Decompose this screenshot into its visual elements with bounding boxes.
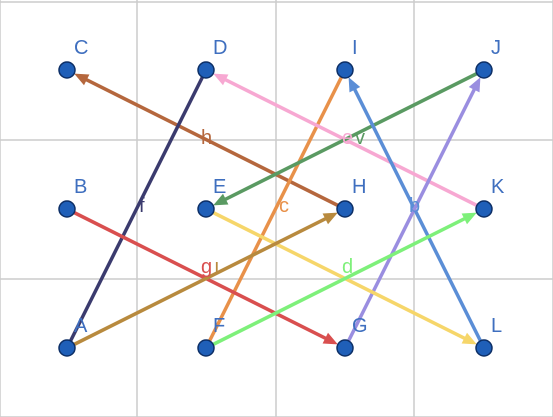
segment-el: [204, 207, 467, 340]
segment-v: [223, 68, 486, 201]
segment-e-arrowhead: [213, 73, 229, 86]
point-j[interactable]: [475, 61, 493, 79]
segment-h-arrowhead: [74, 73, 90, 86]
segment-h: [84, 78, 347, 211]
point-labels: C D I J B E H K A F G L: [74, 37, 505, 337]
point-label-e: E: [213, 176, 226, 198]
points: [58, 61, 493, 357]
point-label-f: F: [213, 315, 225, 337]
point-b[interactable]: [58, 200, 76, 218]
segment-gj: [343, 87, 476, 350]
point-a[interactable]: [58, 339, 76, 357]
segment-el-arrowhead: [461, 332, 477, 345]
segments: [65, 68, 486, 350]
segment-e-label: e: [342, 127, 353, 149]
point-label-b: B: [74, 176, 87, 198]
segment-h-label: h: [201, 127, 212, 149]
point-d[interactable]: [197, 61, 215, 79]
segment-e: [223, 78, 486, 211]
segment-c-label: c: [279, 195, 289, 217]
segment-g-label: g: [201, 256, 212, 278]
point-label-c: C: [74, 37, 88, 59]
point-l[interactable]: [475, 339, 493, 357]
segment-b-label: b: [409, 195, 420, 217]
point-c[interactable]: [58, 61, 76, 79]
segment-d-arrowhead: [461, 212, 477, 225]
segment-gj-arrowhead: [468, 77, 481, 93]
segment-ı: [65, 217, 328, 350]
segment-f-label: f: [139, 195, 145, 217]
point-label-a: A: [74, 315, 88, 337]
segment-d: [204, 217, 467, 350]
segment-d-label: d: [342, 256, 353, 278]
segment-g: [65, 207, 328, 340]
point-label-h: H: [352, 176, 366, 198]
segment-b: [353, 87, 486, 350]
point-label-i: I: [352, 37, 358, 59]
point-e[interactable]: [197, 200, 215, 218]
point-label-g: G: [352, 315, 368, 337]
segment-v-arrowhead: [213, 193, 229, 206]
point-label-j: J: [491, 37, 501, 59]
point-label-l: L: [491, 315, 502, 337]
point-g[interactable]: [336, 339, 354, 357]
point-label-d: D: [213, 37, 227, 59]
segment-c: [204, 68, 347, 350]
point-h[interactable]: [336, 200, 354, 218]
segment-v-label: v: [355, 127, 365, 149]
point-label-k: K: [491, 176, 505, 198]
segment-ı-label: ı: [214, 256, 220, 278]
point-k[interactable]: [475, 200, 493, 218]
segment-g-arrowhead: [322, 332, 338, 345]
point-i[interactable]: [336, 61, 354, 79]
segment-b-arrowhead: [348, 77, 361, 93]
segment-f: [65, 68, 208, 350]
point-f[interactable]: [197, 339, 215, 357]
segment-ı-arrowhead: [322, 212, 338, 225]
